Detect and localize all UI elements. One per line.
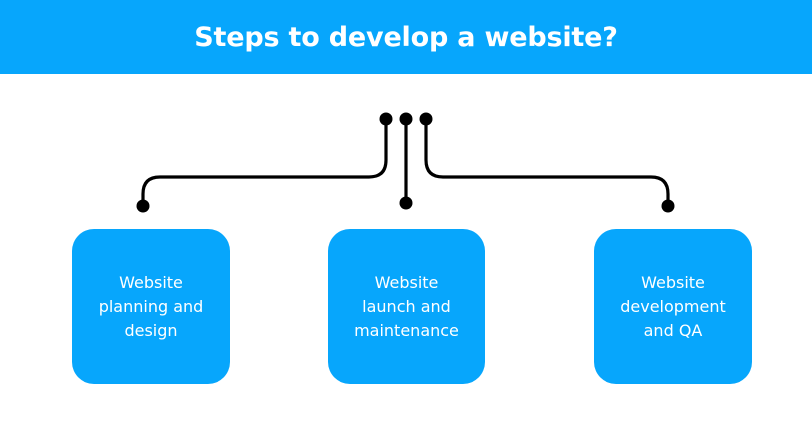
connector-path-right	[424, 119, 670, 206]
step-box-3[interactable]: Website development and QA	[594, 229, 752, 384]
page-title: Steps to develop a website?	[194, 21, 618, 53]
step-box-1[interactable]: Website planning and design	[72, 229, 230, 384]
root-dot-left-icon	[379, 112, 393, 126]
connector-path-left	[141, 119, 388, 206]
step-box-3-label: Website development and QA	[620, 272, 726, 340]
step-box-2[interactable]: Website launch and maintenance	[328, 229, 485, 384]
endpoint-dot-left-icon	[136, 199, 150, 213]
root-dot-middle-icon	[399, 112, 413, 126]
step-box-2-label: Website launch and maintenance	[354, 272, 459, 340]
root-dot-right-icon	[419, 112, 433, 126]
header-band	[0, 0, 812, 74]
step-box-1-label: Website planning and design	[98, 272, 204, 340]
endpoint-dot-right-icon	[661, 199, 675, 213]
endpoint-dot-middle-icon	[399, 196, 413, 210]
